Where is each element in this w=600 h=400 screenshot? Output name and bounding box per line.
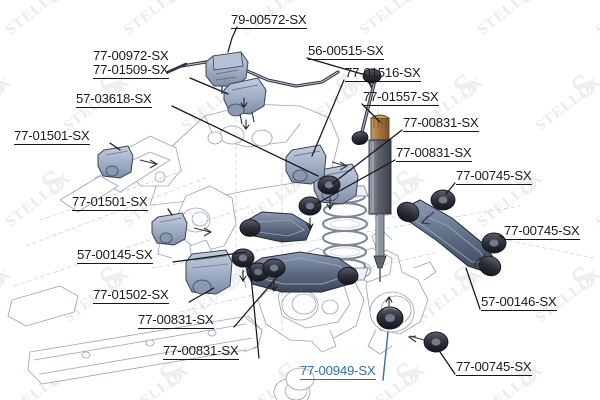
callout-label-77-00831-sx: 77-00831-SX bbox=[138, 313, 214, 329]
callout-label-77-00745-sx: 77-00745-SX bbox=[504, 224, 580, 240]
part-77-00745-b bbox=[472, 232, 507, 267]
callout-label-text: 79-00572-SX bbox=[231, 12, 307, 29]
callout-label-77-01557-sx: 77-01557-SX bbox=[363, 90, 439, 106]
callout-label-text: 57-00145-SX bbox=[77, 247, 153, 264]
callout-label-79-00572-sx: 79-00572-SX bbox=[231, 13, 307, 29]
callout-label-text: 57-03618-SX bbox=[76, 91, 152, 108]
callout-label-text: 77-01501-SX bbox=[72, 194, 148, 211]
callout-label-text: 77-00831-SX bbox=[138, 312, 214, 329]
shock-absorber bbox=[368, 114, 392, 282]
callout-label-text: 77-00745-SX bbox=[504, 223, 580, 240]
stabilizer-bracket-part bbox=[205, 51, 249, 94]
leader-line-highlight bbox=[382, 331, 389, 381]
stabilizer-link-part bbox=[351, 68, 382, 146]
part-77-01516 bbox=[285, 144, 349, 185]
callout-label-57-00145-sx: 57-00145-SX bbox=[77, 248, 153, 264]
callout-label-text: 77-00831-SX bbox=[163, 343, 239, 360]
callout-label-text: 77-00831-SX bbox=[396, 145, 472, 162]
callout-label-77-01501-sx: 77-01501-SX bbox=[14, 129, 90, 145]
callout-label-line-1: 77-00972-SX bbox=[93, 48, 169, 63]
part-77-00949 bbox=[376, 306, 404, 330]
callout-label-56-00515-sx: 56-00515-SX bbox=[308, 44, 384, 60]
part-77-01501-upper bbox=[97, 145, 159, 179]
leader-lines bbox=[109, 26, 504, 375]
callout-label-text: 77-01501-SX bbox=[14, 128, 90, 145]
part-77-00831-b bbox=[298, 196, 322, 216]
callout-label-77-00745-sx: 77-00745-SX bbox=[456, 360, 532, 376]
callout-label-text: 77-01516-SX bbox=[345, 65, 421, 82]
callout-label-77-00745-sx: 77-00745-SX bbox=[456, 169, 532, 185]
callout-label-text: 77-00949-SX bbox=[300, 363, 376, 380]
callout-label-text: 77-00831-SX bbox=[403, 115, 479, 132]
callout-label-77-01516-sx: 77-01516-SX bbox=[345, 66, 421, 82]
part-77-01501-lower bbox=[151, 212, 213, 246]
callout-label-77-00831-sx: 77-00831-SX bbox=[396, 146, 472, 162]
callout-label-77-00831-sx: 77-00831-SX bbox=[163, 344, 239, 360]
callout-label-57-00146-sx: 57-00146-SX bbox=[481, 295, 557, 311]
part-77-00745-c bbox=[407, 331, 449, 353]
lateral-link-upper bbox=[239, 211, 313, 243]
part-77-00831-d bbox=[262, 258, 286, 278]
callout-label-text: 77-01557-SX bbox=[363, 89, 439, 106]
callout-label-text: 77-01502-SX bbox=[93, 287, 169, 304]
callout-label-77-00831-sx: 77-00831-SX bbox=[403, 116, 479, 132]
callout-label-77-00949-sx: 77-00949-SX bbox=[300, 364, 376, 380]
callout-label-77-01502-sx: 77-01502-SX bbox=[93, 288, 169, 304]
callout-label-text: 77-00745-SX bbox=[456, 359, 532, 376]
part-77-00745-a bbox=[420, 189, 456, 225]
callout-label-text: 57-00146-SX bbox=[481, 294, 557, 311]
part-77-00831-a bbox=[317, 175, 341, 195]
callout-label-text: 77-00745-SX bbox=[456, 168, 532, 185]
callout-label-text: 56-00515-SX bbox=[308, 43, 384, 60]
callout-label-57-03618-sx: 57-03618-SX bbox=[76, 92, 152, 108]
stabilizer-bushing-part bbox=[223, 77, 267, 125]
callout-label-77-01501-sx: 77-01501-SX bbox=[72, 195, 148, 211]
callout-label-line-2: 77-01509-SX bbox=[93, 62, 169, 79]
